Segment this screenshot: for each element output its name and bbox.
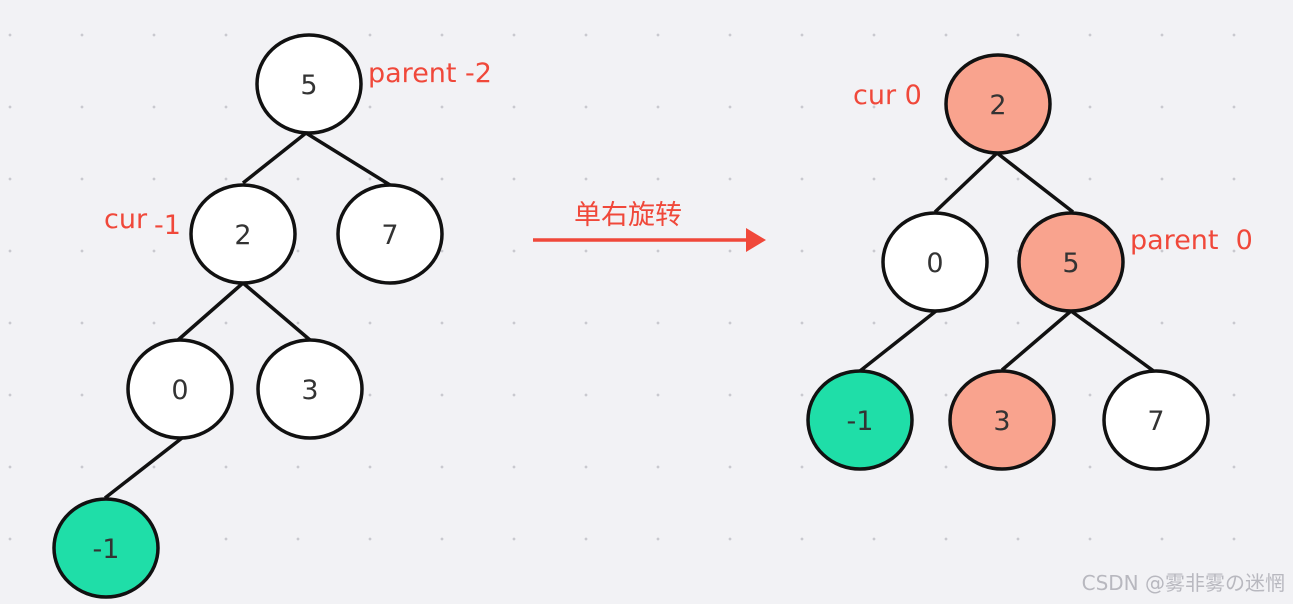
node-label: 2 bbox=[234, 220, 251, 251]
tree-node-3: 3 bbox=[256, 338, 364, 440]
cur-balance-value: -1 bbox=[154, 210, 181, 241]
tree-node-7: 7 bbox=[336, 183, 444, 285]
edge-2-0 bbox=[933, 151, 999, 214]
node-label: 0 bbox=[926, 248, 943, 279]
edge-5-7 bbox=[1069, 309, 1157, 374]
node-label: -1 bbox=[93, 534, 120, 565]
edge-0-m1 bbox=[858, 309, 938, 373]
tree-node-neg1: -1 bbox=[52, 497, 160, 599]
node-label: 5 bbox=[300, 70, 317, 101]
tree-node-neg1: -1 bbox=[806, 369, 914, 471]
node-label: 5 bbox=[1062, 248, 1079, 279]
parent-balance-value: -2 bbox=[465, 58, 492, 89]
node-label: 7 bbox=[1147, 406, 1164, 437]
edge-5-3 bbox=[1000, 309, 1073, 372]
tree-node-5: 5 bbox=[255, 33, 363, 135]
node-label: -1 bbox=[847, 406, 874, 437]
node-label: 3 bbox=[301, 375, 318, 406]
node-label: 2 bbox=[989, 90, 1006, 121]
after-tree: 2 0 5 -1 3 7 cur 0 parent 0 bbox=[806, 53, 1253, 471]
rotation-arrow: 单右旋转 bbox=[533, 200, 766, 252]
edge-2-3 bbox=[241, 281, 312, 342]
edge-0-m1 bbox=[103, 436, 184, 500]
watermark: CSDN @雾非雾の迷惘 bbox=[1081, 571, 1285, 595]
edge-2-0 bbox=[176, 281, 245, 342]
tree-node-2: 2 bbox=[944, 53, 1052, 155]
tree-node-0: 0 bbox=[881, 211, 989, 313]
tree-node-0: 0 bbox=[126, 338, 234, 440]
node-label: 3 bbox=[993, 406, 1010, 437]
cur-label: cur bbox=[104, 204, 148, 235]
tree-node-5: 5 bbox=[1017, 211, 1125, 313]
parent-label: parent bbox=[368, 58, 457, 89]
node-label: 7 bbox=[381, 220, 398, 251]
cur-annotation: cur 0 bbox=[853, 80, 922, 111]
edge-5-2 bbox=[241, 131, 308, 185]
tree-node-2: 2 bbox=[189, 183, 297, 285]
tree-node-3: 3 bbox=[948, 369, 1056, 471]
before-tree: 5 2 7 0 3 -1 parent -2 cur -1 bbox=[52, 33, 492, 599]
tree-node-7: 7 bbox=[1102, 369, 1210, 471]
edge-2-5 bbox=[995, 151, 1075, 214]
rotation-label: 单右旋转 bbox=[574, 200, 682, 231]
arrow-head bbox=[746, 228, 766, 252]
node-label: 0 bbox=[171, 375, 188, 406]
edge-5-7 bbox=[305, 131, 391, 187]
parent-annotation: parent 0 bbox=[1130, 225, 1253, 256]
